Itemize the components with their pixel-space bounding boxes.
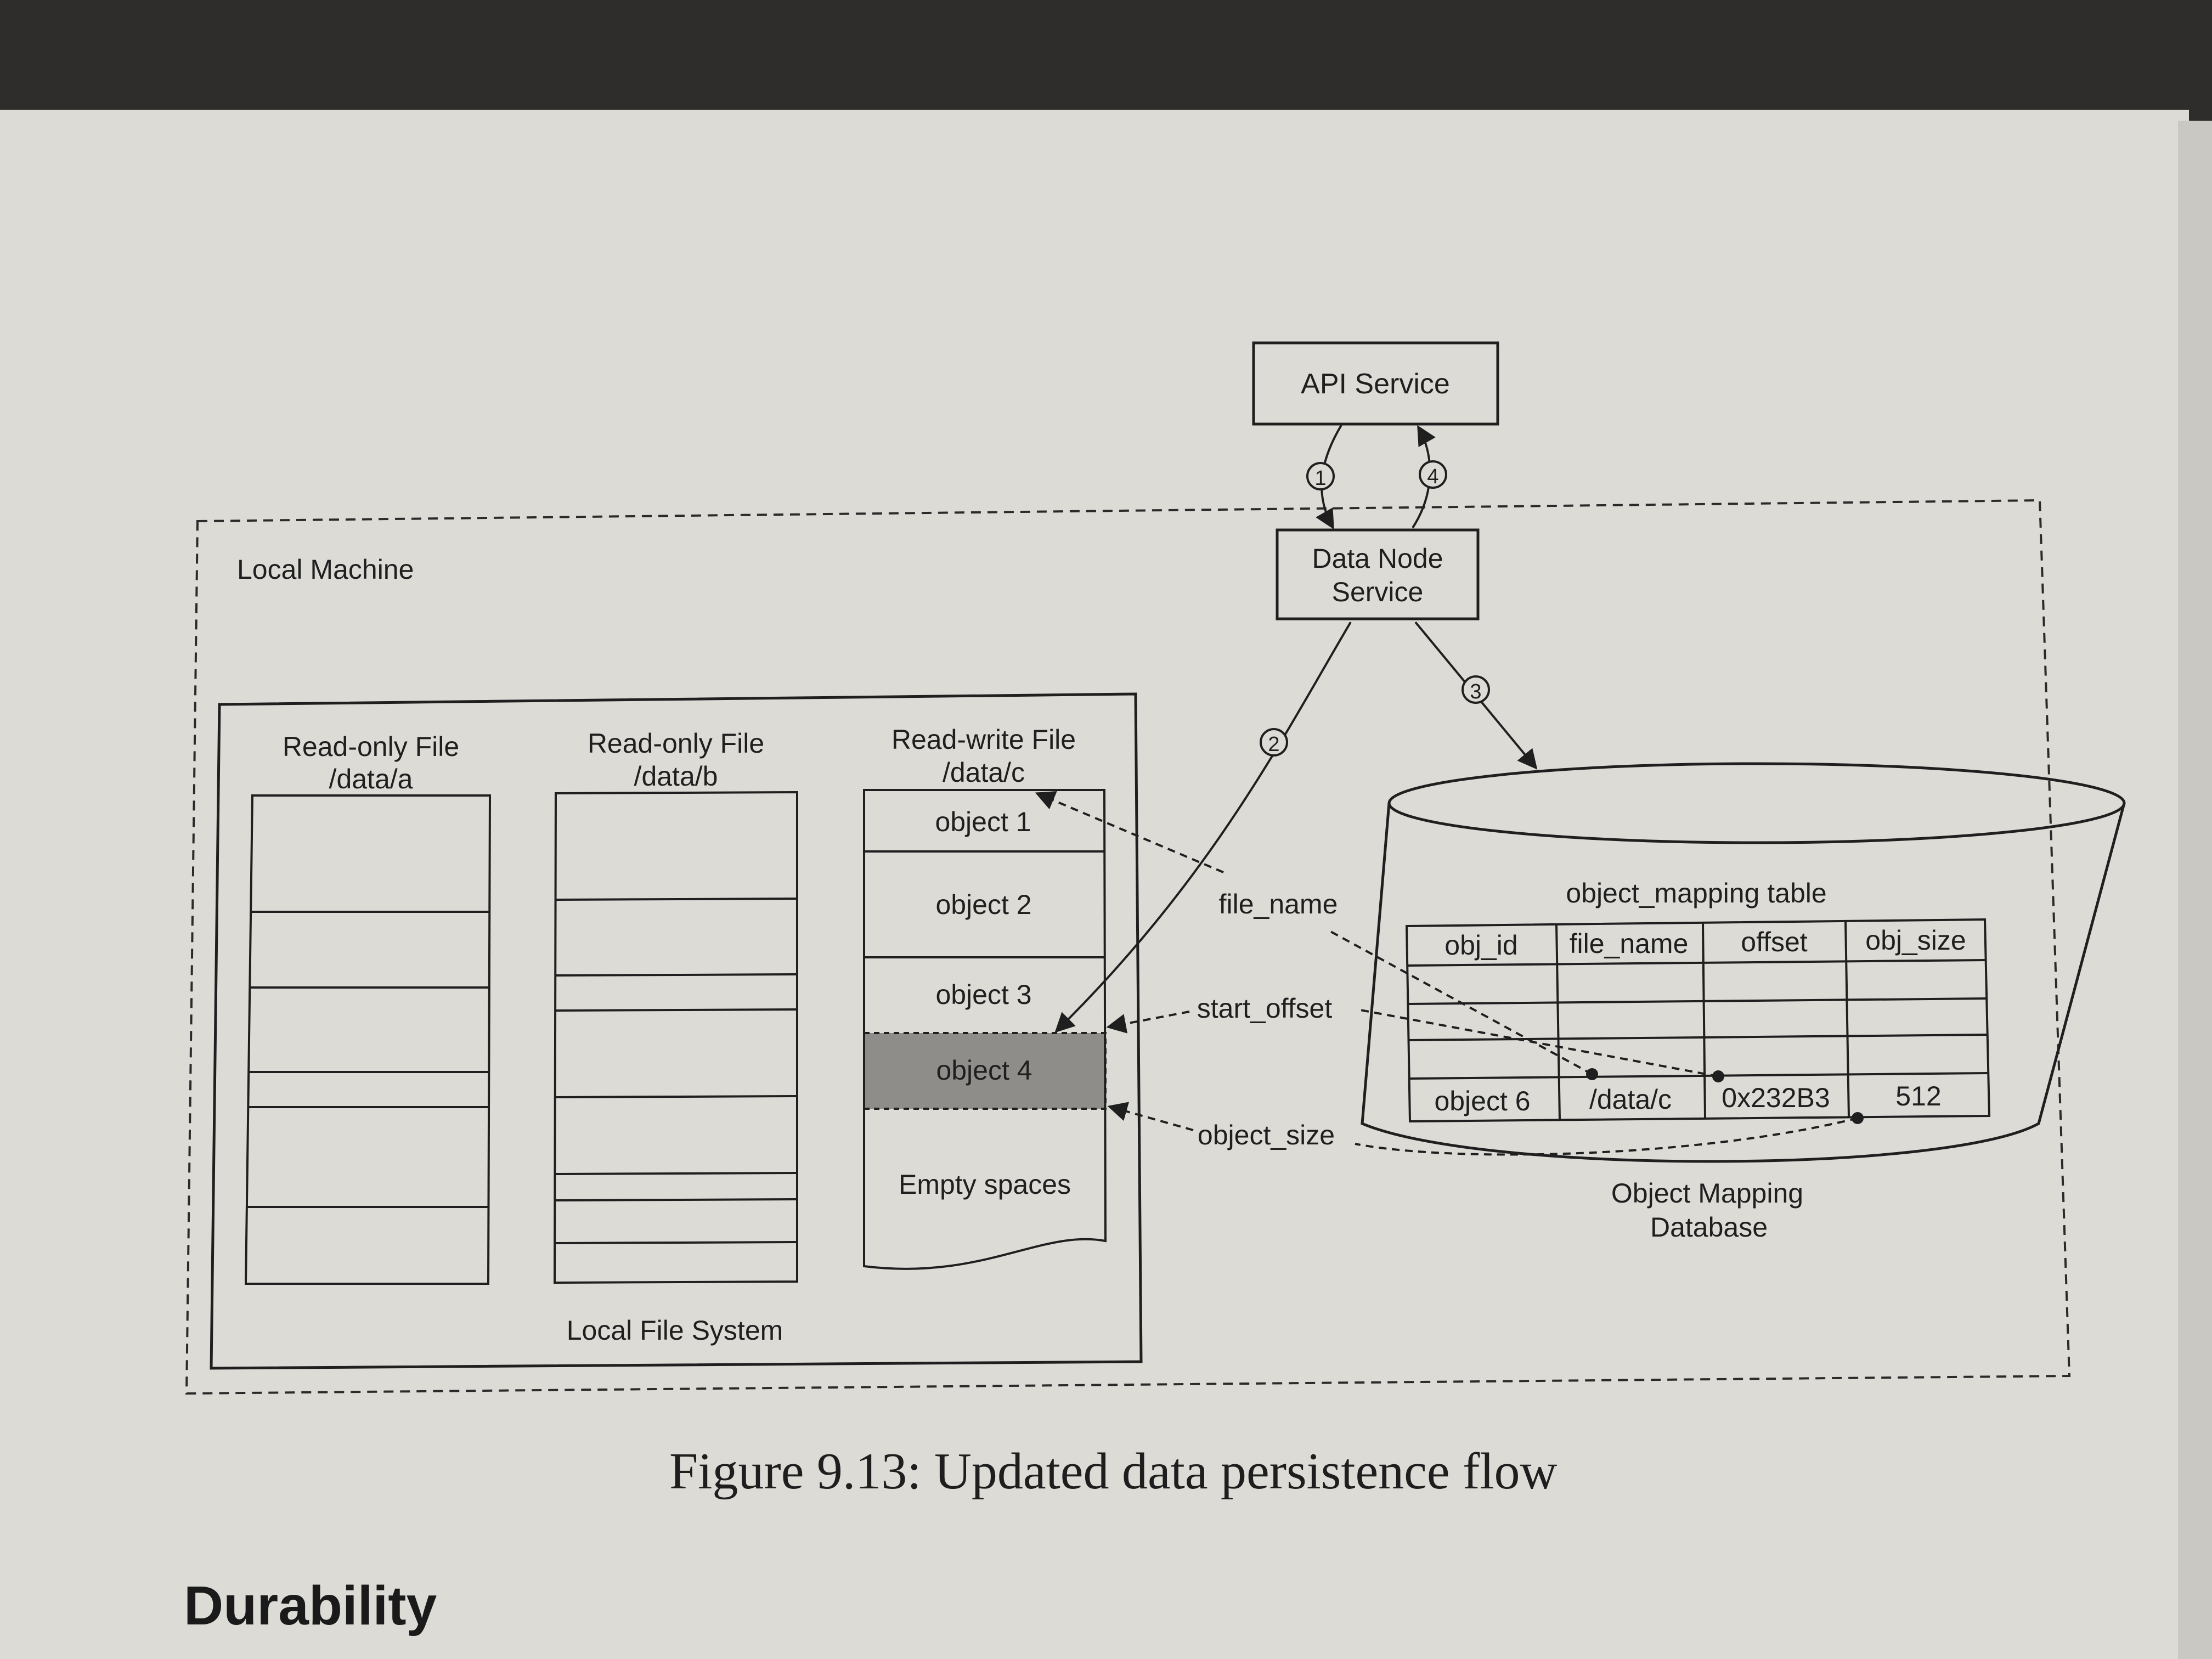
file-c-path: /data/c <box>943 757 1025 788</box>
database-label-line1: Object Mapping <box>1611 1178 1803 1209</box>
step-4-badge: 4 <box>1419 460 1447 489</box>
step-2-arrow <box>1054 621 1352 1033</box>
local-machine-boundary <box>185 499 2071 1395</box>
data-node-service-line1: Data Node <box>1312 543 1443 574</box>
file-b-blocks <box>553 791 798 1284</box>
object-size-pointer-label: object_size <box>1198 1120 1335 1150</box>
object-1-label: object 1 <box>935 806 1031 837</box>
object-4-label: object 4 <box>936 1055 1032 1086</box>
local-file-system-label: Local File System <box>567 1315 783 1346</box>
empty-spaces-label: Empty spaces <box>899 1169 1071 1200</box>
object-mapping-database <box>1361 762 2126 1163</box>
object-size-pointer <box>1109 1107 1858 1156</box>
table-header-offset: offset <box>1741 927 1807 957</box>
section-heading: Durability <box>184 1575 437 1637</box>
file-a-title: Read-only File <box>283 731 459 762</box>
obj-size-dot <box>1852 1112 1864 1124</box>
file-a-path: /data/a <box>329 764 413 794</box>
api-service-label: API Service <box>1301 368 1450 400</box>
step-3-badge: 3 <box>1462 675 1490 704</box>
local-file-system-box <box>210 692 1143 1370</box>
file-a-blocks <box>244 794 492 1285</box>
file-c-title: Read-write File <box>891 724 1076 755</box>
mapping-table-grid <box>1405 918 1991 1123</box>
table-header-obj-size: obj_size <box>1865 925 1966 956</box>
table-header-file-name: file_name <box>1570 928 1689 959</box>
step-2-badge: 2 <box>1260 728 1288 757</box>
file-b-title: Read-only File <box>588 728 764 759</box>
file-c-blocks <box>863 789 1107 1270</box>
mapping-table-title: object_mapping table <box>1566 878 1826 909</box>
database-label-line2: Database <box>1650 1212 1768 1243</box>
data-node-service-box: Data Node Service <box>1276 528 1480 620</box>
svg-text:4: 4 <box>1427 465 1438 488</box>
table-header-obj-id: obj_id <box>1444 930 1517 961</box>
start-offset-pointer-label: start_offset <box>1197 993 1333 1024</box>
svg-text:2: 2 <box>1268 733 1279 756</box>
start-offset-pointer <box>1108 1009 1719 1077</box>
file-name-dot <box>1586 1068 1598 1080</box>
data-node-service-line2: Service <box>1332 577 1424 607</box>
offset-dot <box>1712 1070 1724 1082</box>
table-cell-offset: 0x232B3 <box>1722 1082 1830 1113</box>
local-machine-label: Local Machine <box>237 554 414 585</box>
table-cell-obj-size: 512 <box>1895 1081 1941 1111</box>
file-b-path: /data/b <box>634 761 718 792</box>
next-page-edge <box>2178 121 2212 1659</box>
pointer-lines <box>1037 793 1858 1156</box>
object-3-label: object 3 <box>935 979 1031 1010</box>
file-name-pointer <box>1037 793 1593 1075</box>
table-cell-obj-id: object 6 <box>1434 1086 1530 1116</box>
figure-caption: Figure 9.13: Updated data persistence fl… <box>669 1443 1558 1500</box>
step-1-badge: 1 <box>1306 462 1335 490</box>
book-page <box>0 110 2189 1659</box>
object-2-label: object 2 <box>935 889 1031 920</box>
table-cell-file-name: /data/c <box>1589 1084 1672 1115</box>
file-name-pointer-label: file_name <box>1219 889 1338 919</box>
svg-text:3: 3 <box>1470 680 1481 703</box>
api-service-box: API Service <box>1252 341 1499 426</box>
svg-text:1: 1 <box>1314 467 1326 490</box>
